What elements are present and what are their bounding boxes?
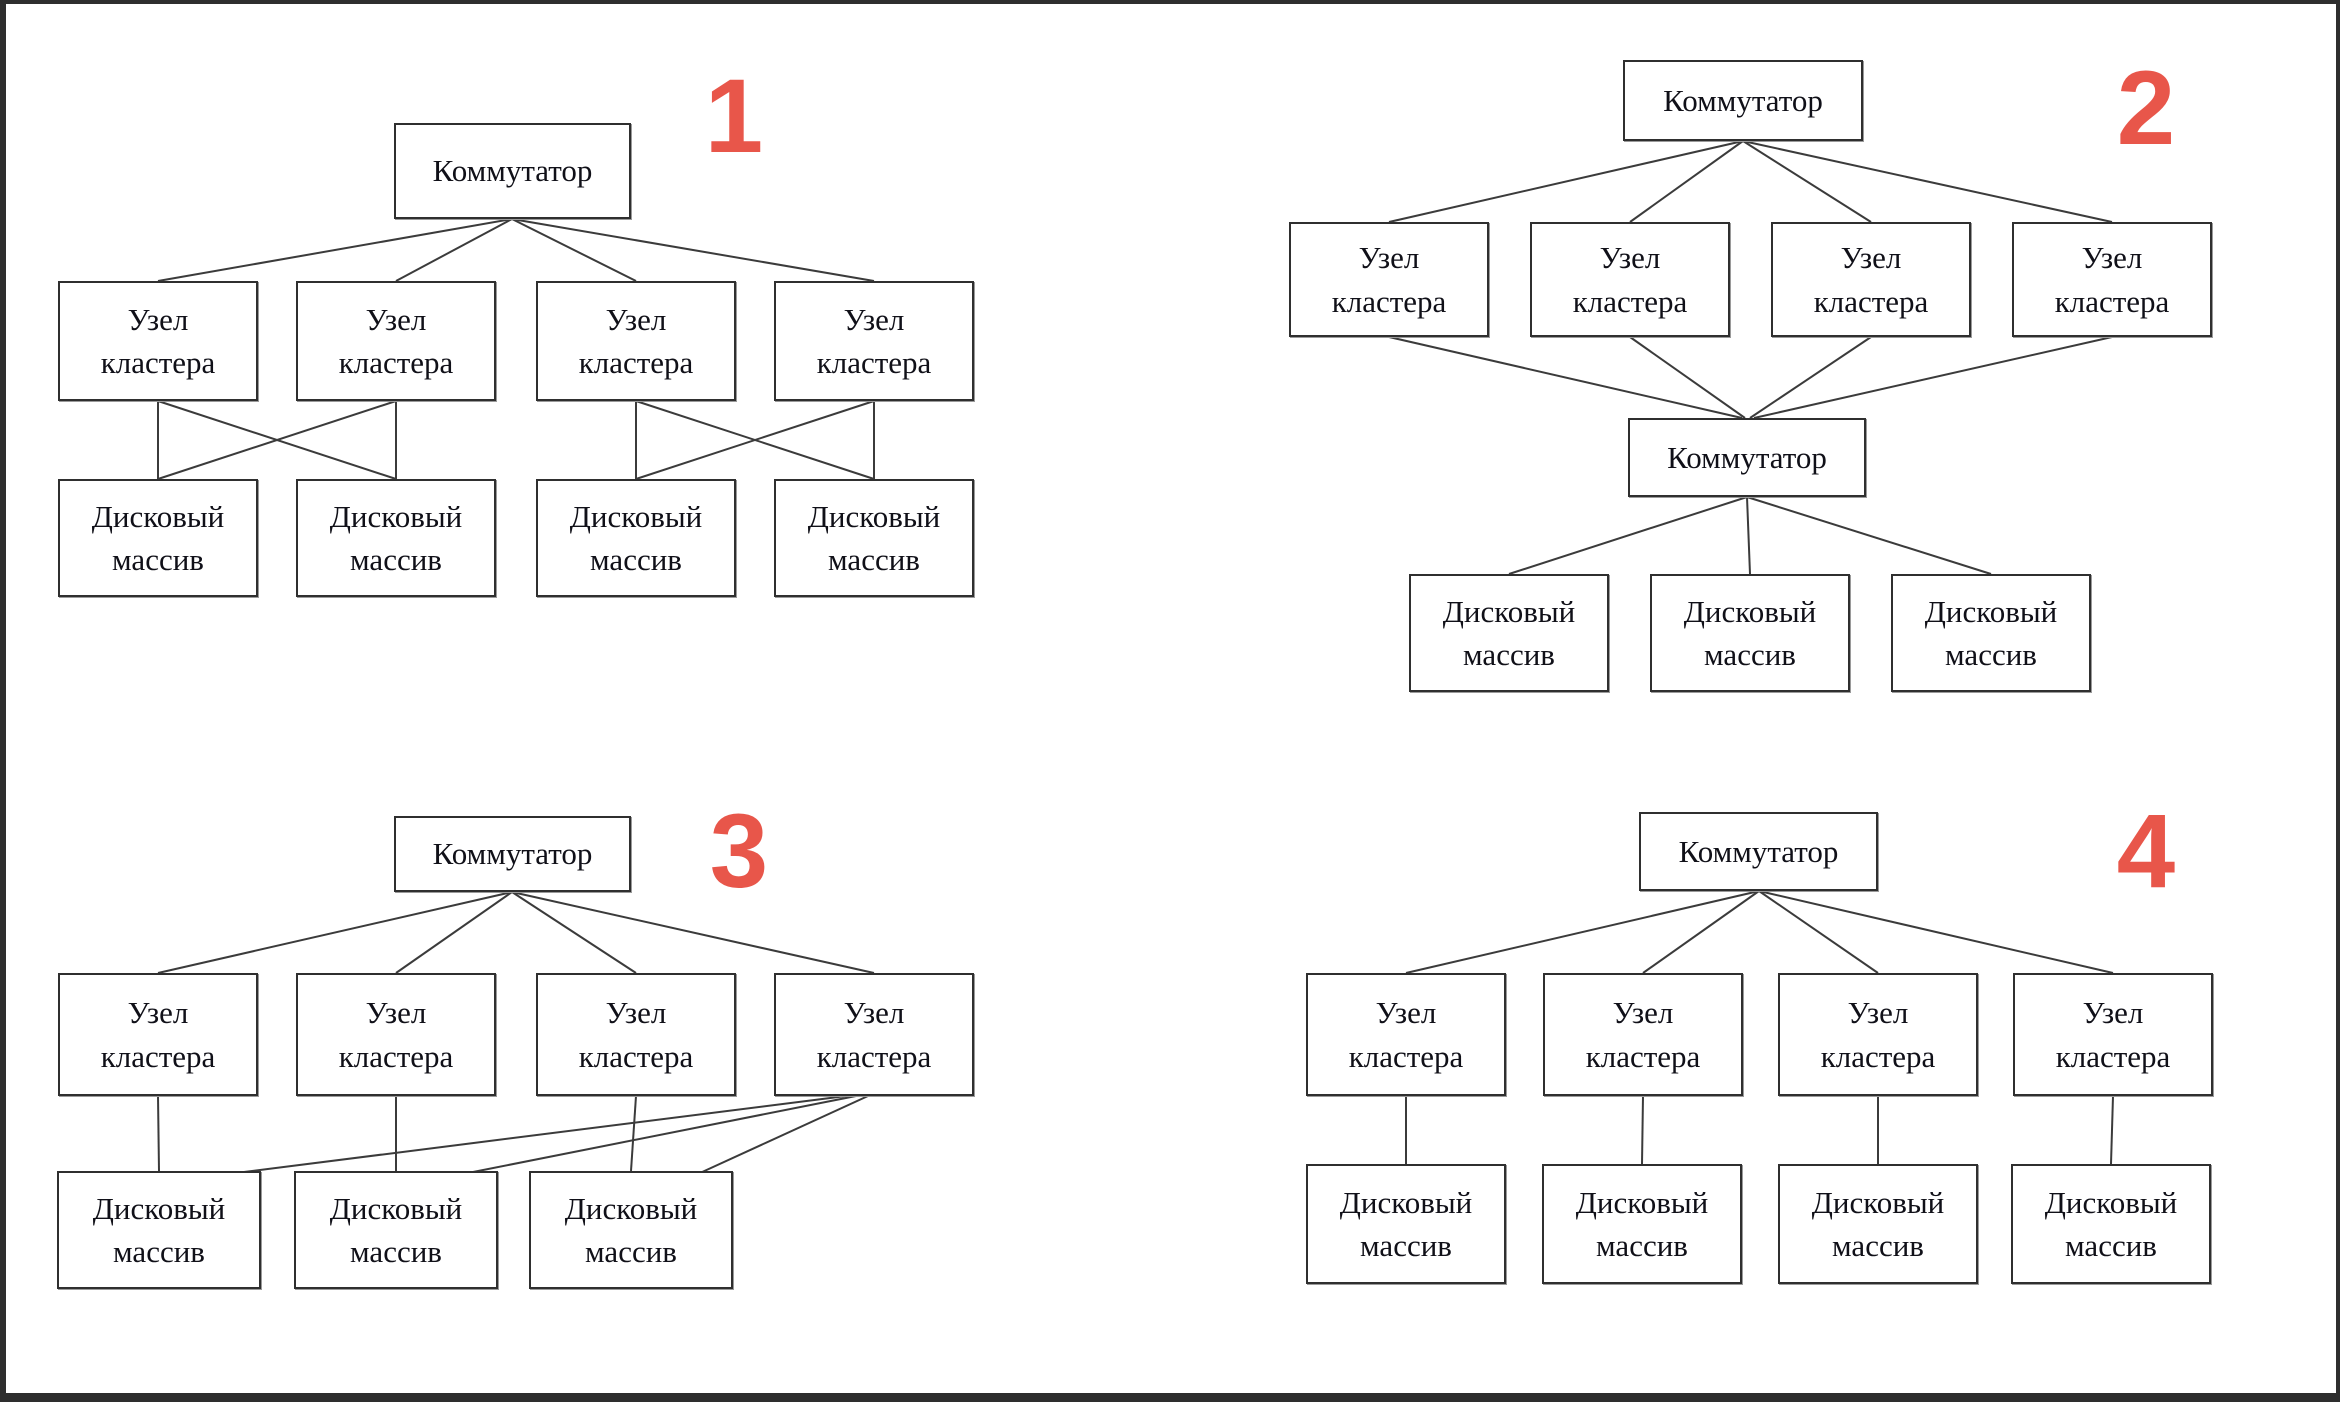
- disk-array-box: Дисковый массив: [536, 479, 736, 597]
- edge-line: [511, 218, 637, 282]
- edge-line: [1629, 140, 1744, 223]
- edge-line: [157, 400, 397, 480]
- diagram-2-number: 2: [2116, 50, 2176, 167]
- edge-line: [157, 400, 397, 480]
- edge-line: [395, 218, 513, 282]
- disk-array-box: Дисковый массив: [2011, 1164, 2211, 1284]
- switch-box: Коммутатор: [1639, 812, 1878, 891]
- disk-array-box: Дисковый массив: [58, 479, 258, 597]
- edge-line: [1629, 336, 1746, 419]
- cluster-node-box: Узел кластера: [2013, 973, 2213, 1096]
- disk-array-box: Дисковый массив: [529, 1171, 733, 1289]
- edge-line: [699, 1095, 869, 1174]
- edge-line: [1642, 890, 1760, 974]
- edge-line: [1742, 140, 1872, 223]
- disk-array-box: Дисковый массив: [294, 1171, 498, 1289]
- cluster-node-box: Узел кластера: [774, 973, 974, 1096]
- edge-line: [635, 400, 875, 480]
- cluster-node-box: Узел кластера: [2012, 222, 2212, 337]
- edge-line: [1388, 140, 1744, 223]
- edge-line: [157, 891, 513, 974]
- edge-line: [1405, 890, 1760, 974]
- edge-line: [2110, 1095, 2114, 1165]
- cluster-node-box: Узел кластера: [296, 281, 496, 401]
- cluster-node-box: Узел кластера: [296, 973, 496, 1096]
- cluster-node-box: Узел кластера: [58, 973, 258, 1096]
- switch-box: Коммутатор: [1628, 418, 1866, 497]
- edge-line: [635, 400, 875, 480]
- edge-line: [630, 1095, 637, 1172]
- switch-box: Коммутатор: [1623, 60, 1863, 141]
- diagram-4-links: [1405, 890, 2114, 1165]
- disk-array-box: Дисковый массив: [296, 479, 496, 597]
- diagram-1-number: 1: [704, 58, 764, 175]
- edge-line: [1749, 336, 1872, 419]
- edge-line: [1641, 1095, 1644, 1165]
- diagram-2-links: [1388, 140, 2113, 575]
- edge-line: [511, 891, 875, 974]
- diagram-3-links: [157, 891, 875, 1174]
- edge-line: [1508, 496, 1748, 575]
- edge-line: [157, 218, 513, 282]
- switch-box: Коммутатор: [394, 123, 631, 219]
- disk-array-box: Дисковый массив: [1891, 574, 2091, 692]
- edge-line: [1388, 336, 1743, 419]
- edge-line: [1746, 496, 1751, 575]
- disk-array-box: Дисковый массив: [1306, 1164, 1506, 1284]
- disk-array-box: Дисковый массив: [1778, 1164, 1978, 1284]
- cluster-node-box: Узел кластера: [1289, 222, 1489, 337]
- diagram-1-links: [157, 218, 875, 480]
- edge-line: [511, 218, 875, 282]
- edge-line: [1742, 140, 2113, 223]
- edge-line: [235, 1095, 847, 1174]
- diagram-3-number: 3: [709, 793, 769, 910]
- cluster-node-box: Узел кластера: [1530, 222, 1730, 337]
- edge-line: [1758, 890, 2114, 974]
- diagram-4-number: 4: [2116, 793, 2176, 910]
- cluster-node-box: Узел кластера: [774, 281, 974, 401]
- disk-array-box: Дисковый массив: [1409, 574, 1609, 692]
- switch-box: Коммутатор: [394, 816, 631, 892]
- edge-line: [157, 1095, 160, 1172]
- edge-line: [395, 891, 513, 974]
- edge-line: [1758, 890, 1879, 974]
- edge-line: [511, 891, 637, 974]
- cluster-node-box: Узел кластера: [1778, 973, 1978, 1096]
- edge-line: [1746, 496, 1992, 575]
- edge-line: [1753, 336, 2113, 419]
- edge-line: [467, 1095, 857, 1174]
- cluster-node-box: Узел кластера: [1306, 973, 1506, 1096]
- disk-array-box: Дисковый массив: [57, 1171, 261, 1289]
- disk-array-box: Дисковый массив: [1542, 1164, 1742, 1284]
- disk-array-box: Дисковый массив: [1650, 574, 1850, 692]
- cluster-node-box: Узел кластера: [536, 973, 736, 1096]
- cluster-node-box: Узел кластера: [1771, 222, 1971, 337]
- cluster-node-box: Узел кластера: [58, 281, 258, 401]
- cluster-node-box: Узел кластера: [536, 281, 736, 401]
- cluster-node-box: Узел кластера: [1543, 973, 1743, 1096]
- disk-array-box: Дисковый массив: [774, 479, 974, 597]
